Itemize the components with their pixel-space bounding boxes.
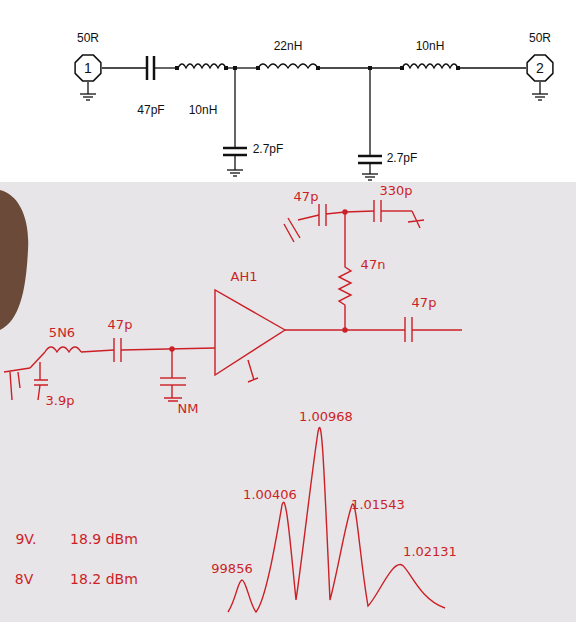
outline: [527, 55, 553, 81]
frequency-label: 1.01543: [351, 498, 405, 511]
frequency-label: 1.02131: [403, 545, 457, 558]
port-number: 1: [84, 61, 92, 75]
amplifier-triangle: AH1: [210, 268, 290, 380]
filter-schematic: [80, 56, 548, 180]
capacitor-value: 47pF: [137, 104, 164, 116]
impedance-label: 50R: [529, 32, 551, 44]
inductor-value: 5N6: [49, 326, 75, 339]
supply-voltage: 8V: [15, 572, 33, 586]
capacitor-value: 330p: [379, 184, 412, 197]
finger: [0, 190, 28, 330]
output-power: 18.2 dBm: [70, 572, 138, 586]
inductor-value: 22nH: [274, 40, 303, 52]
capacitor-value: 3.9p: [46, 394, 75, 407]
capacitor-value: 47p: [108, 318, 133, 331]
inductor-value: 10nH: [416, 40, 445, 52]
inductor-value: 47n: [361, 258, 386, 271]
triangle-outline: [210, 268, 290, 380]
capacitor-value: 47p: [412, 296, 437, 309]
supply-voltage: 9V.: [15, 532, 36, 546]
capacitor-value: 2.7pF: [387, 152, 418, 164]
frequency-label: 1.00968: [299, 410, 353, 423]
port-number: 2: [536, 61, 544, 75]
outline: [75, 55, 101, 81]
port-octagon: 50R 1: [70, 32, 106, 84]
capacitor-value: 2.7pF: [253, 143, 284, 155]
frequency-label: 99856: [211, 562, 252, 575]
not-mounted-note: NM: [178, 402, 199, 415]
paper-ground: [0, 182, 576, 622]
inductor-value: 10nH: [189, 104, 218, 116]
handwritten-circuit: [4, 200, 462, 612]
frequency-label: 1.00406: [243, 488, 297, 501]
capacitor-value: 47p: [294, 190, 319, 203]
output-power: 18.9 dBm: [70, 532, 138, 546]
port-octagon: 50R 2: [522, 32, 558, 84]
outline: [215, 290, 285, 375]
part-name: AH1: [231, 270, 258, 283]
impedance-label: 50R: [77, 32, 99, 44]
